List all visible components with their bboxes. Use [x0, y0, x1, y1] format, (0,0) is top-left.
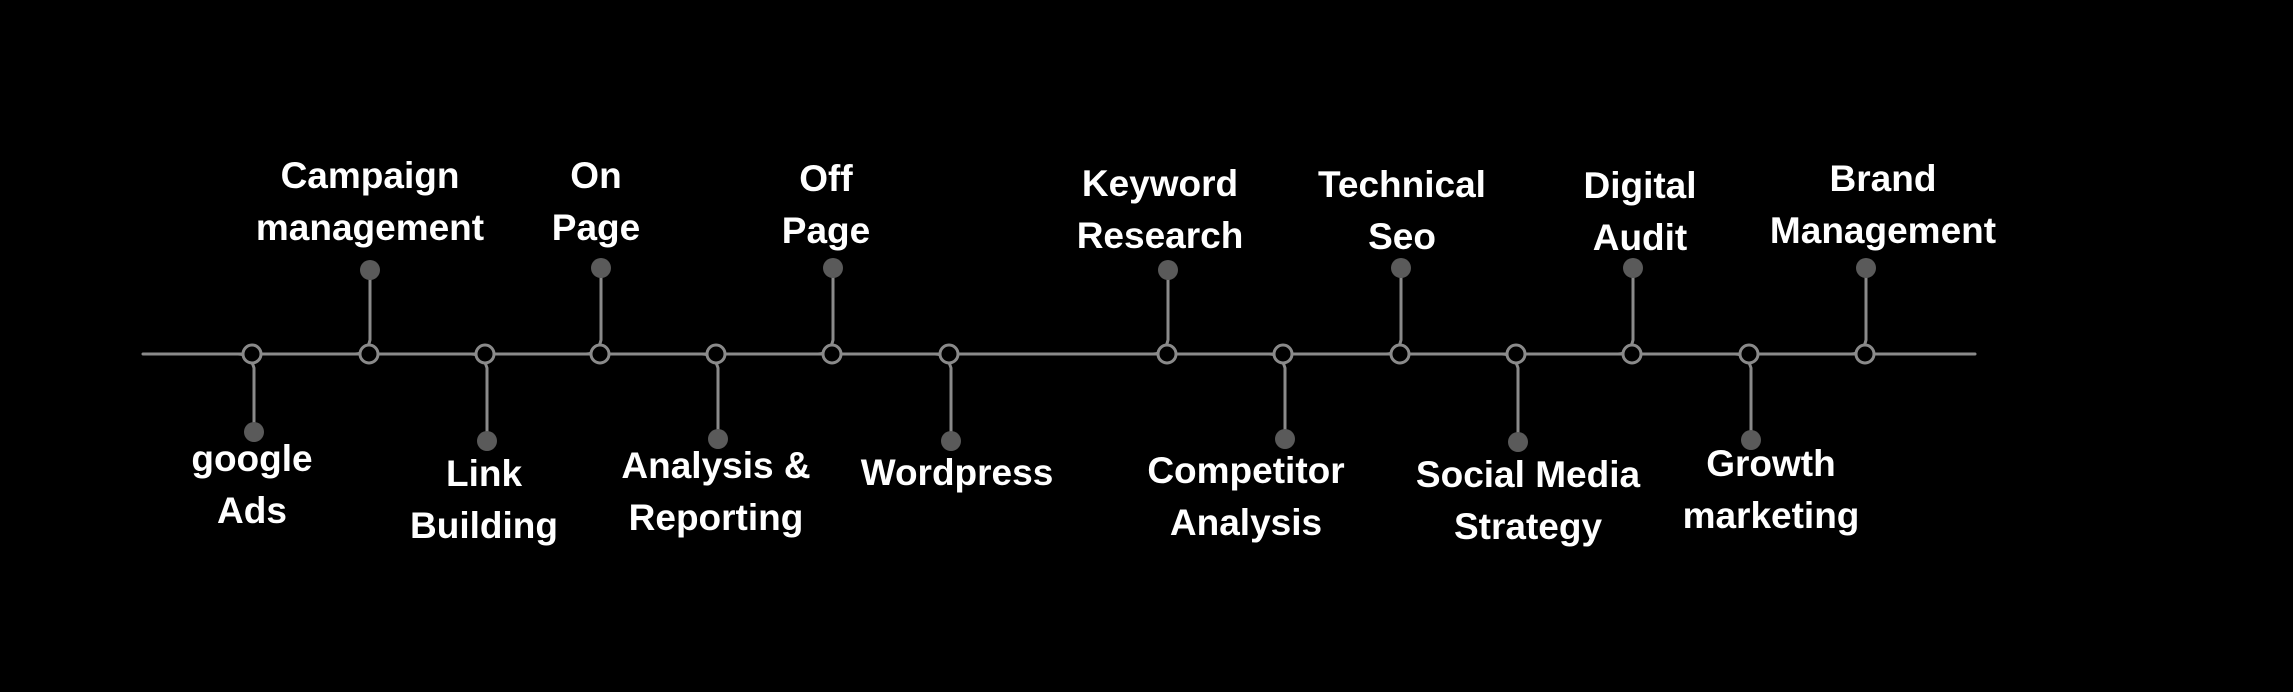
- timeline-dot: [360, 260, 380, 280]
- timeline-node: [1854, 343, 1876, 365]
- timeline-dot: [1741, 430, 1761, 450]
- timeline-node: [358, 343, 380, 365]
- milestone-label-line: Strategy: [1453, 506, 1603, 547]
- timeline-stem: [585, 268, 603, 356]
- milestone-label-line: Wordpress: [860, 452, 1054, 493]
- timeline-node: [1272, 343, 1294, 365]
- milestone-label-line: Page: [781, 210, 871, 251]
- milestone-label-line: On: [570, 155, 622, 196]
- milestone-label-line: Building: [410, 505, 558, 546]
- timeline-node: [705, 343, 727, 365]
- milestone-label-line: Research: [1076, 215, 1244, 256]
- timeline-stem: [934, 352, 953, 441]
- timeline-dot: [591, 258, 611, 278]
- timeline-node: [1738, 343, 1760, 365]
- timeline-stem: [354, 270, 372, 356]
- timeline-stem: [1850, 268, 1868, 356]
- milestone-label-line: Brand: [1829, 158, 1937, 199]
- timeline-node: [1156, 343, 1178, 365]
- timeline-stem: [1501, 352, 1520, 442]
- timeline-stem: [701, 352, 720, 439]
- timeline-dot: [941, 431, 961, 451]
- milestone-label-line: Link: [445, 453, 523, 494]
- timeline-dot: [1508, 432, 1528, 452]
- milestone-label-line: Page: [551, 207, 641, 248]
- milestone-label-line: Social Media: [1415, 454, 1641, 495]
- milestone-label-line: Digital: [1583, 165, 1697, 206]
- timeline-stem: [1268, 352, 1287, 439]
- milestone-label-line: Reporting: [628, 497, 804, 538]
- timeline-stem: [470, 352, 489, 441]
- timeline-node: [1505, 343, 1527, 365]
- timeline-stem: [1617, 268, 1635, 356]
- milestone-label-line: Seo: [1368, 216, 1436, 257]
- timeline-dot: [1158, 260, 1178, 280]
- milestone-label-below: Wordpress: [817, 447, 1097, 499]
- timeline-stem: [1152, 270, 1170, 356]
- milestone-label-line: management: [255, 207, 485, 248]
- milestone-label-line: google: [191, 438, 313, 479]
- timeline-stem: [237, 352, 256, 432]
- milestone-label-line: Management: [1769, 210, 1997, 251]
- timeline-dot: [244, 422, 264, 442]
- milestone-label-line: Ads: [217, 490, 287, 531]
- milestone-label-line: Keyword: [1081, 163, 1239, 204]
- milestone-label-below: Analysis & Reporting: [576, 440, 856, 544]
- milestone-label-line: Growth: [1706, 443, 1836, 484]
- milestone-label-line: Campaign: [280, 155, 460, 196]
- milestone-label-line: Competitor: [1147, 450, 1345, 491]
- timeline-node: [821, 343, 843, 365]
- milestone-label-line: marketing: [1682, 495, 1860, 536]
- milestone-label-below: Growth marketing: [1631, 438, 1911, 542]
- timeline-dot: [1623, 258, 1643, 278]
- milestone-label-line: Analysis &: [621, 445, 811, 486]
- timeline-stem: [1385, 268, 1403, 356]
- timeline-dot: [1391, 258, 1411, 278]
- timeline-node: [474, 343, 496, 365]
- timeline-stem: [817, 268, 835, 356]
- timeline-dot: [708, 429, 728, 449]
- timeline-dot: [823, 258, 843, 278]
- timeline-node: [1621, 343, 1643, 365]
- timeline-node: [938, 343, 960, 365]
- timeline-dot: [477, 431, 497, 451]
- timeline-dot: [1275, 429, 1295, 449]
- milestone-label-above: Campaign management: [230, 150, 510, 254]
- timeline-node: [589, 343, 611, 365]
- timeline-dot: [1856, 258, 1876, 278]
- timeline-node: [241, 343, 263, 365]
- timeline-stem: [1734, 352, 1753, 440]
- milestone-label-line: Audit: [1592, 217, 1688, 258]
- timeline-node: [1389, 343, 1411, 365]
- milestone-label-line: Analysis: [1169, 502, 1323, 543]
- milestone-label-line: Technical: [1318, 164, 1486, 205]
- milestone-label-line: Off: [799, 158, 853, 199]
